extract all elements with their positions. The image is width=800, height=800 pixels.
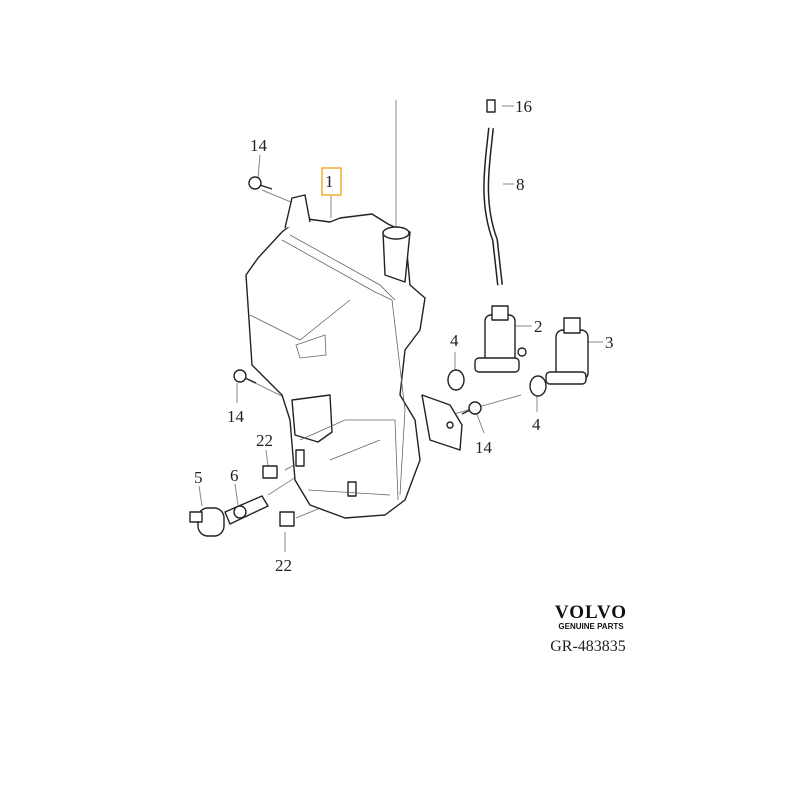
clips <box>262 465 295 527</box>
washer-hose <box>483 99 503 286</box>
callout-14[interactable]: 14 <box>227 407 245 426</box>
callout-3[interactable]: 3 <box>605 333 614 352</box>
callout-22[interactable]: 22 <box>256 431 273 450</box>
brand-block: VOLVO GENUINE PARTS GR-483835 <box>550 602 627 655</box>
grommets <box>447 369 547 397</box>
callout-labels: 14 1 16 8 2 3 4 14 4 14 22 5 6 22 <box>194 97 614 575</box>
callout-14[interactable]: 14 <box>250 136 268 155</box>
genuine-parts-tagline: GENUINE PARTS <box>558 622 624 631</box>
diagram-reference: GR-483835 <box>550 638 626 655</box>
callout-6[interactable]: 6 <box>230 466 239 485</box>
level-sensor <box>189 495 269 537</box>
washer-pump-rear <box>545 317 589 385</box>
callout-22[interactable]: 22 <box>275 556 292 575</box>
callout-5[interactable]: 5 <box>194 468 203 487</box>
washer-fluid-reservoir <box>245 194 463 519</box>
callout-14[interactable]: 14 <box>475 438 493 457</box>
volvo-logo: VOLVO <box>555 602 627 623</box>
callout-16[interactable]: 16 <box>515 97 532 116</box>
callout-highlight <box>321 167 342 196</box>
washer-pump <box>474 305 527 373</box>
screws <box>233 176 482 415</box>
callout-8[interactable]: 8 <box>516 175 525 194</box>
callout-1[interactable]: 1 <box>325 172 334 191</box>
callout-2[interactable]: 2 <box>534 317 543 336</box>
callout-4[interactable]: 4 <box>532 415 541 434</box>
callout-4[interactable]: 4 <box>450 331 459 350</box>
